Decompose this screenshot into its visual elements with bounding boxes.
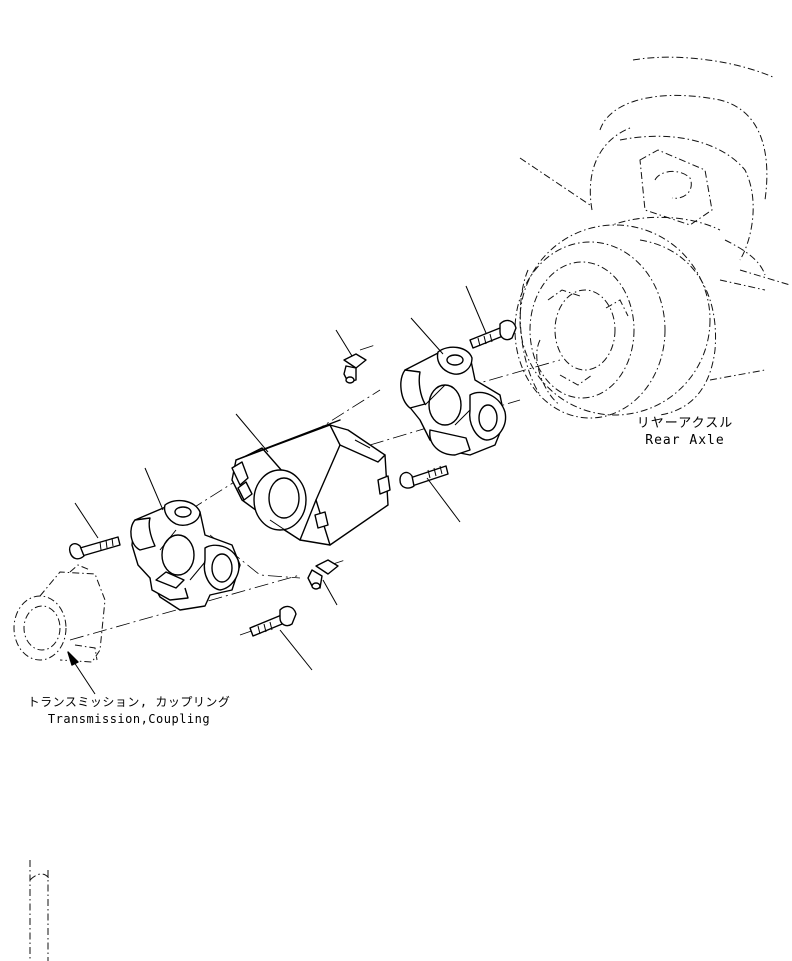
transmission-coupling-label-en: Transmission,Coupling xyxy=(47,712,211,726)
rear-axle-label-jp: リヤーアクスル xyxy=(636,416,734,431)
bolt-lower-left xyxy=(249,605,297,637)
bolt-lower-center xyxy=(399,465,449,489)
rear-axle-label-en: Rear Axle xyxy=(645,433,725,448)
grease-fitting-lower xyxy=(307,559,339,590)
bolt-left xyxy=(68,536,121,560)
drive-shaft-slip-yoke xyxy=(231,419,391,546)
transmission-pointer-arrow xyxy=(67,651,96,695)
leader-lines xyxy=(74,285,487,671)
grease-fitting-upper xyxy=(343,353,367,384)
transmission-coupling-outline xyxy=(13,564,106,961)
transmission-coupling-label-jp: トランスミッション, カップリング xyxy=(27,695,231,709)
bolt-upper-right xyxy=(469,319,517,349)
universal-joint-spider-left xyxy=(130,499,241,611)
rear-axle-housing xyxy=(514,56,791,419)
universal-joint-spider-right xyxy=(400,346,507,456)
